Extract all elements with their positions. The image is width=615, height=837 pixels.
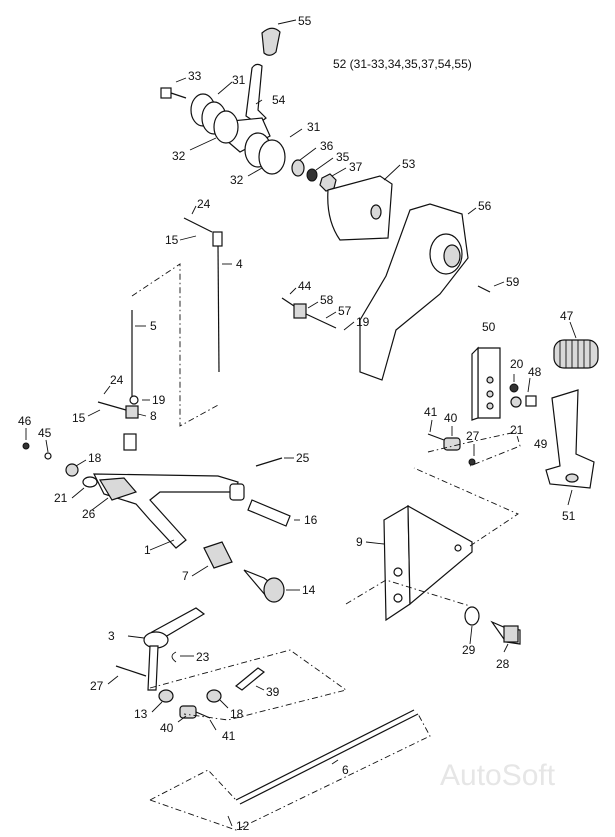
bolt-59 <box>477 281 505 293</box>
callout-13: 13 <box>134 707 148 721</box>
callout-36: 36 <box>320 139 334 153</box>
callout-26: 26 <box>82 507 96 521</box>
parts-46-45-18-21-26 <box>22 428 109 511</box>
callout-24: 24 <box>110 373 124 387</box>
callout-labels: 55 33 31 54 31 32 36 35 37 53 32 24 56 1… <box>18 14 576 833</box>
callout-51: 51 <box>562 509 576 523</box>
callout-18: 18 <box>88 451 102 465</box>
callout-58: 58 <box>320 293 334 307</box>
bolt-33 <box>160 77 187 99</box>
nut-35 <box>306 168 318 182</box>
disc-32a <box>213 110 239 144</box>
parts-8-19-24b-15b <box>87 385 150 451</box>
bolt-28 <box>490 620 521 653</box>
callout-46: 46 <box>18 414 32 428</box>
rod-5 <box>131 310 146 398</box>
callout-41: 41 <box>424 405 438 419</box>
bolts-20-48-21 <box>509 374 537 408</box>
callout-8: 8 <box>150 409 157 423</box>
callout-56: 56 <box>478 199 492 213</box>
callout-50: 50 <box>482 320 496 334</box>
callout-18: 18 <box>230 707 244 721</box>
knob-14 <box>243 569 300 603</box>
callout-12: 12 <box>236 819 250 833</box>
callout-45: 45 <box>38 426 52 440</box>
clip-23 <box>171 651 194 663</box>
callout-49: 49 <box>534 437 548 451</box>
callout-9: 9 <box>356 535 363 549</box>
callout-20: 20 <box>510 357 524 371</box>
callout-57: 57 <box>338 304 352 318</box>
callout-39: 39 <box>266 685 280 699</box>
callout-44: 44 <box>298 279 312 293</box>
rod-4 <box>212 231 232 373</box>
callout-32: 32 <box>172 149 186 163</box>
sleeve-7 <box>191 541 233 577</box>
plate-9 <box>365 504 473 622</box>
callout-33: 33 <box>188 69 202 83</box>
callout-35: 35 <box>336 150 350 164</box>
callout-29: 29 <box>462 643 476 657</box>
callout-21: 21 <box>54 491 68 505</box>
callout-28: 28 <box>496 657 510 671</box>
pin-24a-15a <box>179 205 213 241</box>
rod-6 <box>235 709 419 805</box>
washer-29 <box>464 606 480 645</box>
linkage-58 <box>281 287 355 331</box>
spring-47 <box>553 321 599 369</box>
arm-3 <box>127 607 206 691</box>
callout-25: 25 <box>296 451 310 465</box>
disc-31b <box>244 132 286 175</box>
bracket-53 <box>327 175 393 241</box>
callout-41: 41 <box>222 729 236 743</box>
callout-5: 5 <box>150 319 157 333</box>
callout-47: 47 <box>560 309 574 323</box>
callout-48: 48 <box>528 365 542 379</box>
bolt-25 <box>255 457 294 467</box>
callout-19: 19 <box>356 315 370 329</box>
callout-40: 40 <box>444 411 458 425</box>
bracket-51 <box>545 389 595 506</box>
callout-6: 6 <box>342 763 349 777</box>
parts-13-40-41-18 <box>151 689 229 731</box>
callout-40: 40 <box>160 721 174 735</box>
shaft-16 <box>229 483 300 527</box>
callout-21: 21 <box>510 423 524 437</box>
callout-15: 15 <box>165 233 179 247</box>
pivot-40-41-27 <box>427 419 521 467</box>
bracket-50 <box>471 346 501 421</box>
callout-19: 19 <box>152 393 166 407</box>
washer-36 <box>291 159 305 177</box>
callout-15: 15 <box>72 411 86 425</box>
callout-14: 14 <box>302 583 316 597</box>
callout-16: 16 <box>304 513 318 527</box>
callout-3: 3 <box>108 629 115 643</box>
callout-31: 31 <box>232 73 246 87</box>
callout-1: 1 <box>144 543 151 557</box>
callout-23: 23 <box>196 650 210 664</box>
callout-24: 24 <box>197 197 211 211</box>
callout-37: 37 <box>349 160 363 174</box>
pin-39 <box>234 667 266 691</box>
callout-53: 53 <box>402 157 416 171</box>
knob-55 <box>261 19 297 56</box>
callout-27: 27 <box>466 429 480 443</box>
callout-4: 4 <box>236 257 243 271</box>
watermark: AutoSoft <box>440 759 556 792</box>
callout-54: 54 <box>272 93 286 107</box>
pin-27b <box>107 665 147 685</box>
assembly-note: 52 (31-33,34,35,37,54,55) <box>333 57 472 71</box>
casting-56 <box>359 203 477 381</box>
callout-7: 7 <box>182 569 189 583</box>
callout-55: 55 <box>298 14 312 28</box>
pedal-1 <box>93 473 239 551</box>
callout-27: 27 <box>90 679 104 693</box>
callout-32: 32 <box>230 173 244 187</box>
callout-59: 59 <box>506 275 520 289</box>
callout-31: 31 <box>307 120 321 134</box>
